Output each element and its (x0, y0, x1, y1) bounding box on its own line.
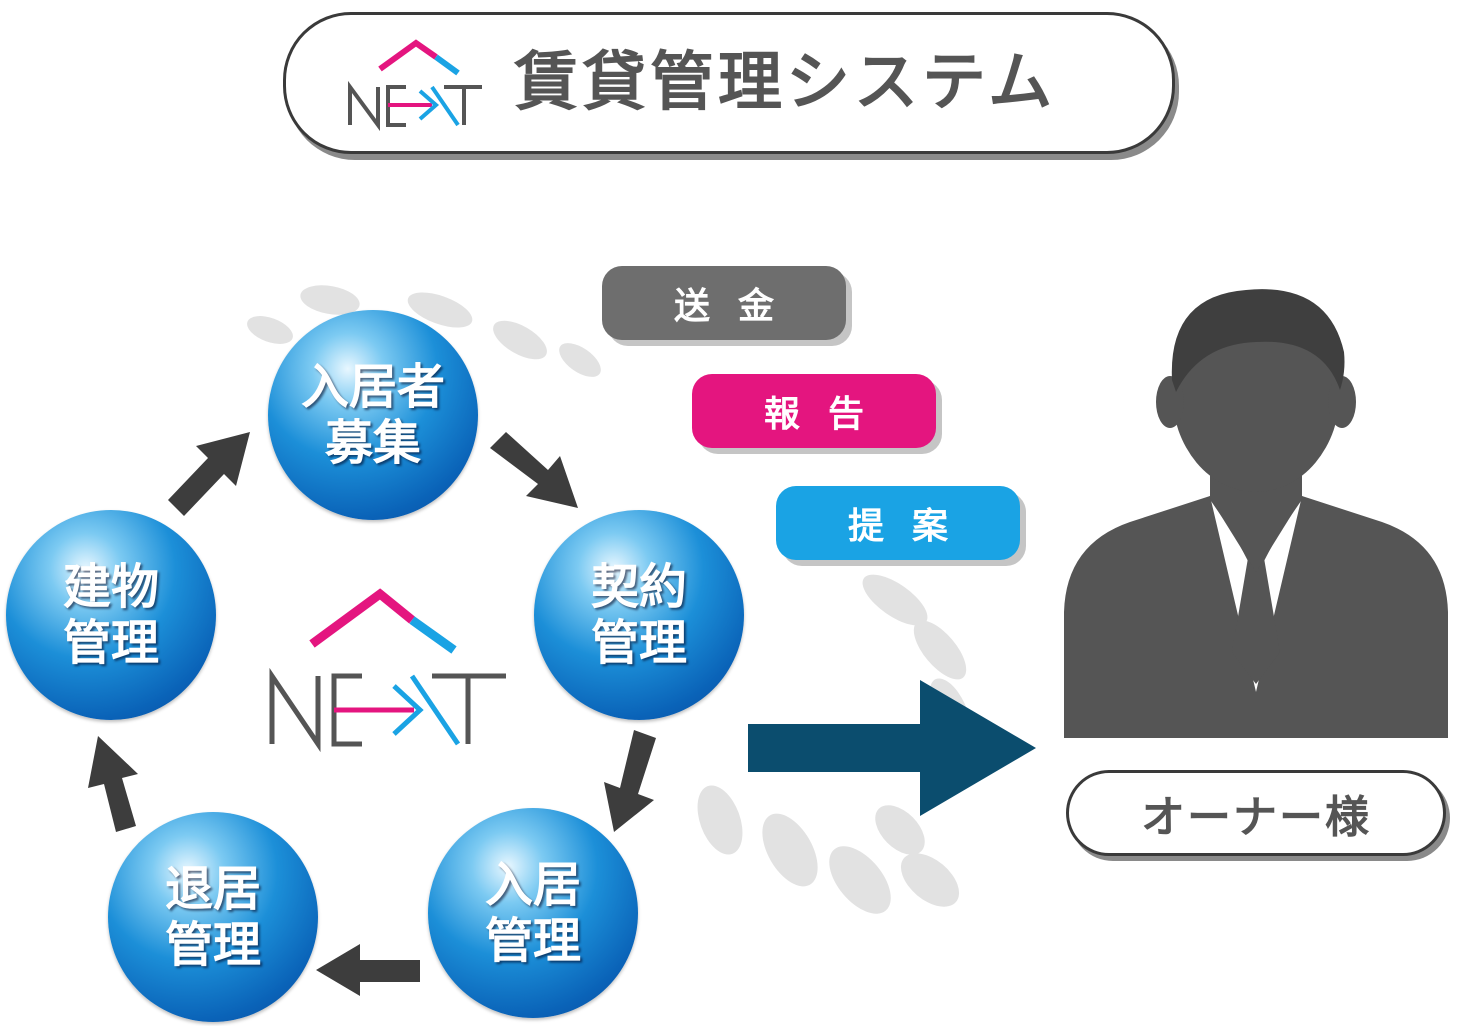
node-label-line2: 管理 (164, 917, 261, 973)
node-tenant-recruitment: 入居者 募集 (268, 310, 478, 520)
node-building-management: 建物 管理 (6, 510, 216, 720)
next-logo-icon (348, 39, 482, 132)
pill-label: 送金 (673, 286, 802, 327)
node-label-line2: 募集 (324, 415, 421, 471)
page-title: 賃貸管理システム (514, 46, 1057, 120)
report-pill-remittance: 送金 (602, 266, 846, 340)
node-label-line2: 管理 (484, 913, 581, 969)
report-pill-report: 報告 (692, 374, 936, 448)
arrow-movein-to-moveout (316, 944, 420, 996)
node-contract-management: 契約 管理 (534, 510, 744, 720)
title-banner: 賃貸管理システム (283, 12, 1175, 154)
arrow-building-to-recruit (168, 432, 250, 516)
next-logo-icon (269, 588, 506, 752)
owner-label-text: オーナー様 (1141, 792, 1371, 843)
node-move-out-management: 退居 管理 (108, 812, 318, 1022)
arrow-right-icon (748, 680, 1036, 816)
arrow-moveout-to-building (88, 736, 138, 832)
arrow-contract-to-movein (604, 730, 656, 832)
node-move-in-management: 入居 管理 (428, 808, 638, 1018)
node-label-line1: 入居者 (300, 359, 445, 415)
node-label-line1: 入居 (484, 857, 581, 913)
node-label-line1: 建物 (62, 559, 159, 615)
pill-label: 報告 (763, 394, 892, 435)
pill-label: 提案 (847, 506, 976, 547)
owner-label: オーナー様 (1066, 770, 1446, 856)
node-label-line2: 管理 (590, 615, 687, 671)
report-pill-proposal: 提案 (776, 486, 1020, 560)
node-label-line1: 退居 (164, 861, 261, 917)
node-label-line2: 管理 (62, 615, 159, 671)
businessman-icon (1064, 289, 1448, 738)
node-label-line1: 契約 (590, 559, 687, 615)
arrow-recruit-to-contract (490, 432, 578, 508)
